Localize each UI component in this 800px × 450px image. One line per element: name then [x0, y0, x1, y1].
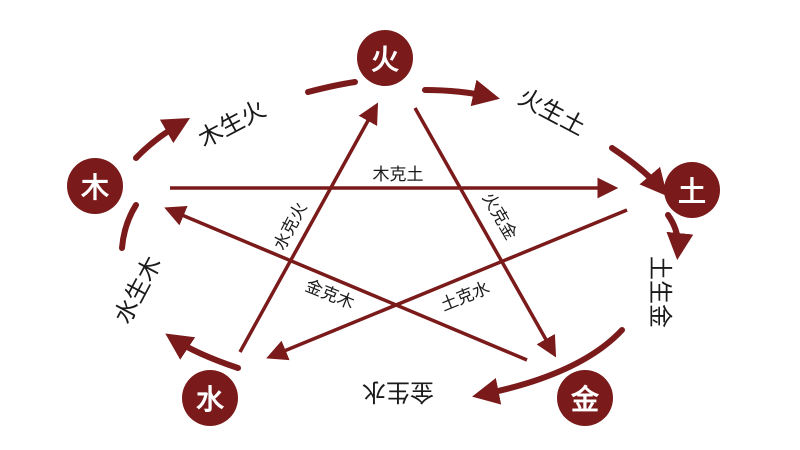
arc-fire-to-earth: [422, 79, 500, 107]
node-fire: 火: [357, 30, 413, 86]
label-water-overcomes-fire: 水克火: [270, 199, 312, 253]
line-metal-overcomes-wood: [164, 206, 528, 362]
label-wood-generates-fire: 木生火: [194, 95, 271, 154]
arc-fire-to-earth-lower: [609, 145, 668, 197]
label-earth-generates-metal: 土生金: [646, 256, 674, 328]
line-water-overcomes-fire: [238, 102, 379, 353]
arc-fire-top-left: [305, 79, 358, 95]
arc-wood-to-fire: [133, 117, 191, 161]
node-wood: 木: [67, 158, 123, 214]
label-metal-overcomes-wood: 金克木: [302, 276, 357, 314]
node-metal-label: 金: [570, 383, 600, 416]
line-fire-overcomes-metal: [413, 107, 557, 358]
label-water-generates-wood: 水生木: [109, 252, 168, 329]
arc-water-wood-upper: [119, 202, 139, 251]
node-fire-label: 火: [371, 43, 399, 76]
node-earth: 土: [664, 162, 720, 218]
node-earth-label: 土: [678, 175, 706, 208]
node-wood-label: 木: [80, 171, 109, 204]
arc-metal-to-water: [472, 327, 625, 405]
line-earth-overcomes-water: [266, 208, 628, 361]
arc-earth-to-metal: [665, 212, 694, 261]
label-fire-generates-earth: 火生土: [514, 83, 591, 142]
label-wood-overcomes-earth: 木克土: [373, 165, 424, 185]
label-fire-overcomes-metal: 火克金: [478, 189, 521, 243]
label-metal-generates-water: 金生水: [362, 378, 434, 406]
node-water-label: 水: [196, 383, 225, 416]
arc-water-to-wood: [165, 333, 241, 371]
node-metal: 金: [557, 370, 613, 426]
node-water: 水: [182, 370, 238, 426]
